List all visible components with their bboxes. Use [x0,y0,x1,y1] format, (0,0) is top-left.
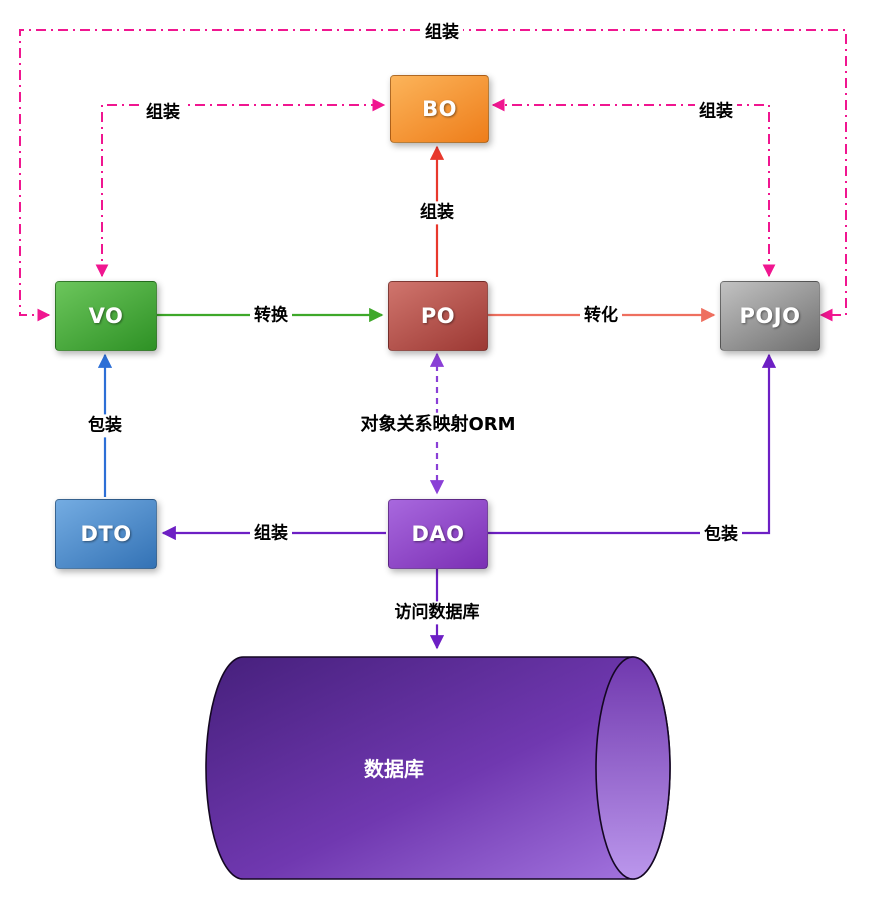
node-po-label: PO [420,304,456,328]
edge-label-vo-bo: 组装 [142,101,184,125]
node-dao: DAO [388,499,488,569]
database-cylinder: 数据库 [205,656,671,880]
node-pojo-label: POJO [739,304,801,328]
edge-label-po-pojo: 转化 [580,304,622,328]
edge-label-pojo-bo: 组装 [695,100,737,124]
node-po: PO [388,281,488,351]
node-pojo: POJO [720,281,820,351]
node-bo-label: BO [422,97,457,121]
edge-vo-bo [95,98,386,278]
edge-pojo-vo-top [19,29,847,322]
node-vo: VO [55,281,157,351]
edge-label-dao-pojo: 包装 [700,523,742,547]
node-dto-label: DTO [80,522,132,546]
edge-label-dto-vo: 包装 [84,414,126,438]
node-bo: BO [390,75,489,143]
edge-label-po-dao-orm: 对象关系映射ORM [356,412,520,438]
database-label: 数据库 [364,757,424,781]
edge-label-po-bo: 组装 [416,201,458,225]
database-end-cap [595,656,671,880]
edge-label-pojo-vo-top: 组装 [421,21,463,45]
node-dto: DTO [55,499,157,569]
edge-label-vo-po: 转换 [250,304,292,328]
edge-pojo-bo [491,98,776,278]
node-vo-label: VO [88,304,124,328]
node-dao-label: DAO [411,522,465,546]
edge-dao-pojo [488,353,777,535]
edge-label-dao-database: 访问数据库 [390,601,484,625]
edge-label-dao-dto: 组装 [250,522,292,546]
